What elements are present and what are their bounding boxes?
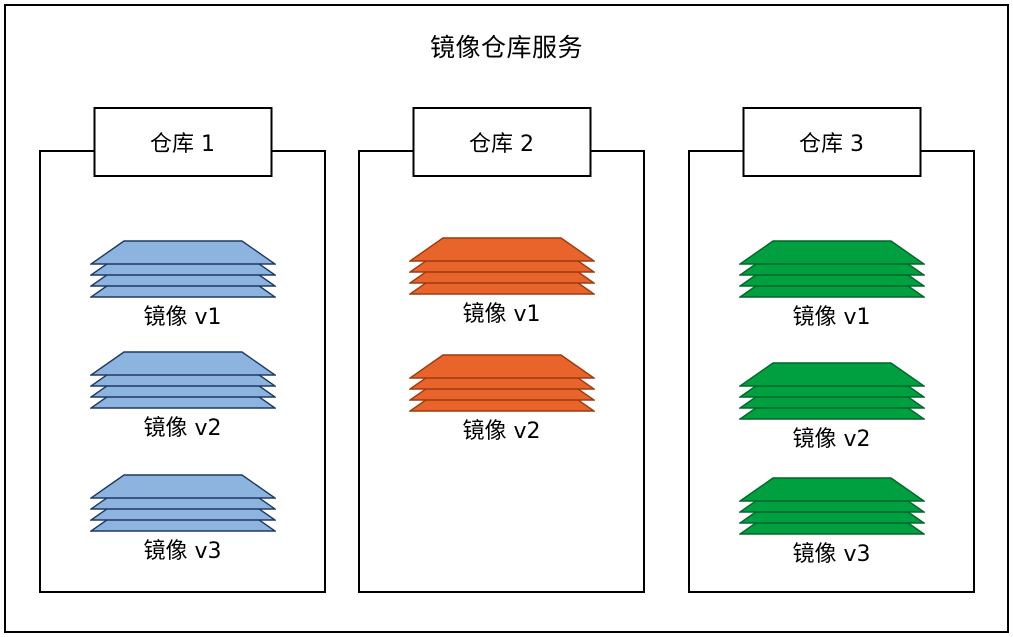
image-layer-stack-icon: [738, 240, 925, 298]
image-layer: [738, 240, 925, 267]
image-label: 镜像 v1: [462, 302, 541, 327]
image-group[interactable]: 镜像 v2: [717, 362, 947, 453]
image-layer: [738, 362, 925, 389]
image-layer-stack-icon: [408, 354, 595, 412]
image-label: 镜像 v2: [143, 416, 222, 441]
repository-header-1[interactable]: 仓库 1: [93, 107, 272, 177]
image-group[interactable]: 镜像 v3: [717, 477, 947, 568]
image-label: 镜像 v2: [462, 419, 541, 444]
image-group[interactable]: 镜像 v3: [68, 474, 298, 565]
repository-header-2[interactable]: 仓库 2: [412, 107, 591, 177]
image-label: 镜像 v2: [792, 427, 871, 452]
image-layer: [408, 354, 595, 381]
image-layer: [89, 474, 276, 501]
image-layer: [408, 237, 595, 264]
image-layer: [89, 351, 276, 378]
image-label: 镜像 v3: [792, 542, 871, 567]
image-layer-stack-icon: [408, 237, 595, 295]
image-group[interactable]: 镜像 v1: [387, 237, 617, 328]
image-layer-stack-icon: [89, 351, 276, 409]
image-label: 镜像 v1: [792, 305, 871, 330]
image-layer: [89, 240, 276, 267]
image-layer: [738, 477, 925, 504]
image-layer-stack-icon: [89, 474, 276, 532]
image-label: 镜像 v3: [143, 539, 222, 564]
image-group[interactable]: 镜像 v2: [68, 351, 298, 442]
repository-container-3[interactable]: 仓库 3 镜像 v1 镜像 v2 镜像 v3: [688, 107, 975, 593]
image-label: 镜像 v1: [143, 305, 222, 330]
image-group[interactable]: 镜像 v2: [387, 354, 617, 445]
repository-container-2[interactable]: 仓库 2 镜像 v1 镜像 v2: [358, 107, 645, 593]
image-group[interactable]: 镜像 v1: [717, 240, 947, 331]
image-layer-stack-icon: [89, 240, 276, 298]
image-group[interactable]: 镜像 v1: [68, 240, 298, 331]
repository-header-3[interactable]: 仓库 3: [742, 107, 921, 177]
image-layer-stack-icon: [738, 477, 925, 535]
repository-container-1[interactable]: 仓库 1 镜像 v1 镜像 v2 镜像 v3: [39, 107, 326, 593]
page-title: 镜像仓库服务: [429, 33, 583, 62]
image-layer-stack-icon: [738, 362, 925, 420]
